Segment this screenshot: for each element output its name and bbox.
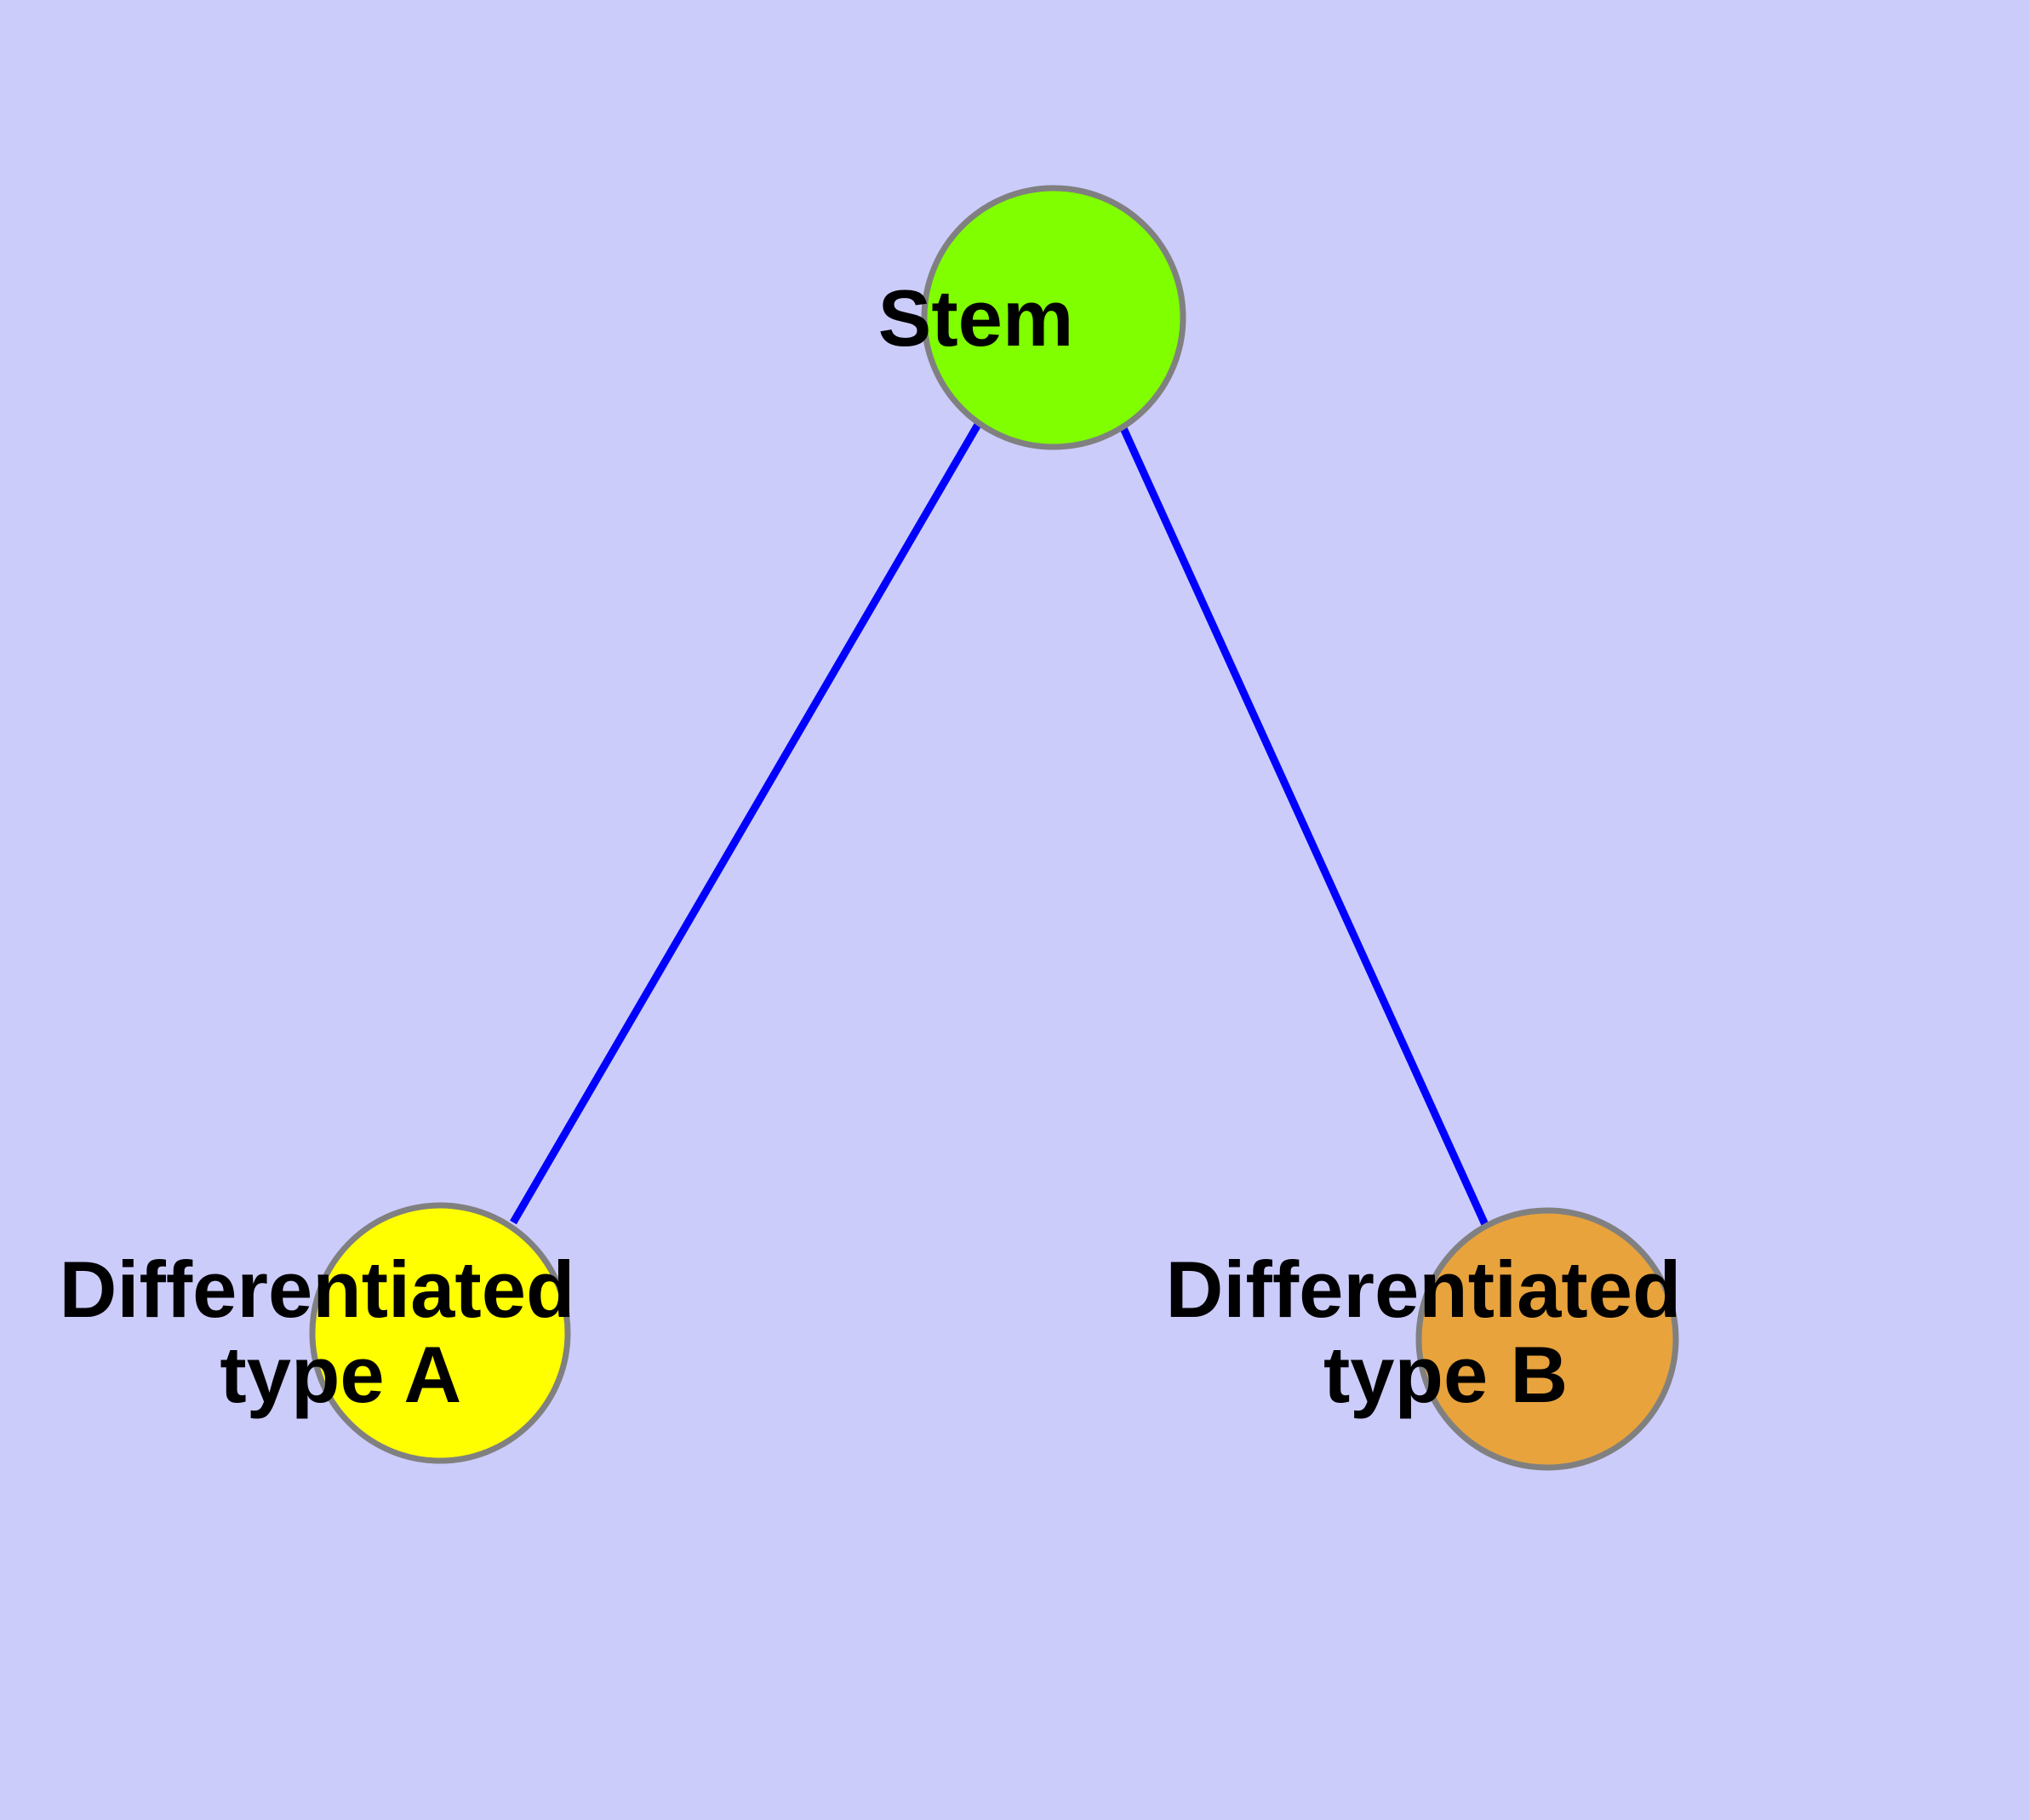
- node-stem-label: Stem: [878, 273, 1230, 363]
- node-diff-b-circle[interactable]: [1415, 1207, 1679, 1471]
- node-diff-b-label-line-1: Differentiated: [1166, 1245, 1682, 1334]
- node-diff-a-label: Differentiated type A: [60, 1245, 775, 1419]
- label-layer: Stem Differentiated type A Differentiate…: [60, 273, 1882, 1419]
- edge-layer: [510, 421, 1491, 1230]
- node-stem-label-line-1: Stem: [878, 273, 1074, 363]
- edge-stem-to-diff-b[interactable]: [1119, 426, 1491, 1230]
- node-layer: [309, 185, 1679, 1471]
- node-diff-a-circle[interactable]: [309, 1202, 571, 1464]
- node-stem-circle[interactable]: [921, 185, 1186, 450]
- node-diff-a-label-line-2: type A: [220, 1330, 460, 1419]
- node-diff-a-label-line-1: Differentiated: [60, 1245, 575, 1334]
- node-diff-b-label-line-2: type B: [1323, 1330, 1568, 1419]
- node-diff-b-label: Differentiated type B: [1166, 1245, 1882, 1419]
- edge-stem-to-diff-a[interactable]: [510, 421, 982, 1225]
